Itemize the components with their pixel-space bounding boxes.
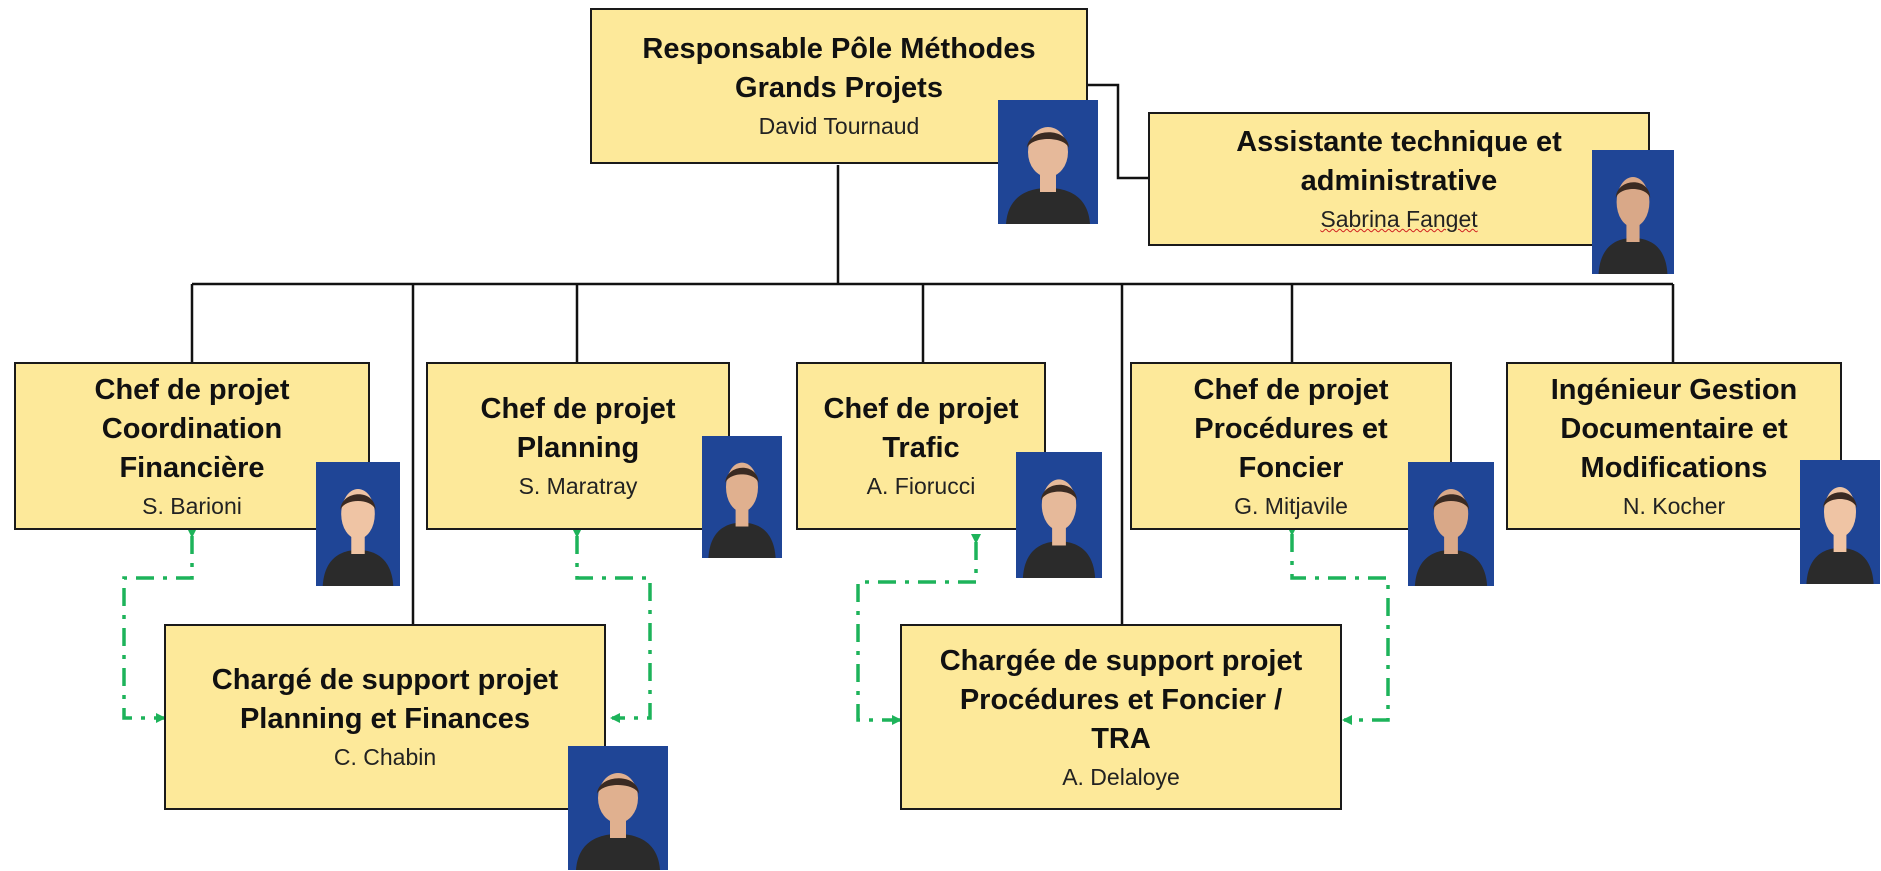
manager-title-line-1: Chef de projet <box>1193 373 1389 406</box>
manager-name: G. Mitjavile <box>1234 492 1348 519</box>
dotted-link-mitjavile-delaloye <box>1287 526 1390 725</box>
barioni-photo <box>316 462 400 586</box>
assistant-title-line-2: administrative <box>1300 165 1498 197</box>
person-silhouette-icon <box>998 100 1098 224</box>
support-title-line-2: Planning et Finances <box>239 703 531 735</box>
manager-box-maratray: Chef de projet Planning S. Maratray <box>426 362 730 530</box>
manager-name: S. Maratray <box>518 473 638 499</box>
person-silhouette-icon <box>702 436 782 558</box>
mitjavile-photo <box>1408 462 1494 586</box>
maratray-photo <box>702 436 782 558</box>
head-title-line-2: Grands Projets <box>735 72 943 104</box>
manager-title-line-2: Documentaire et <box>1560 412 1788 445</box>
chabin-photo <box>568 746 668 870</box>
manager-name: S. Barioni <box>142 492 242 519</box>
assistant-box: Assistante technique et administrative S… <box>1148 112 1650 246</box>
support-title-line-1: Chargé de support projet <box>211 664 559 696</box>
head-box: Responsable Pôle Méthodes Grands Projets… <box>590 8 1088 164</box>
support-box-delaloye: Chargée de support projet Procédures et … <box>900 624 1342 810</box>
head-to-assistant-connector <box>1086 83 1148 180</box>
manager-title-line-1: Chef de projet <box>94 373 290 406</box>
manager-title-line-2: Coordination <box>101 412 283 445</box>
manager-box-fiorucci: Chef de projet Trafic A. Fiorucci <box>796 362 1046 530</box>
head-title-line-1: Responsable Pôle Méthodes <box>642 33 1036 65</box>
person-silhouette-icon <box>1408 462 1494 586</box>
manager-title-line-2: Planning <box>516 432 640 464</box>
support-name: C. Chabin <box>333 744 437 770</box>
person-silhouette-icon <box>568 746 668 870</box>
manager-box-mitjavile: Chef de projet Procédures et Foncier G. … <box>1130 362 1452 530</box>
assistant-name: Sabrina Fanget <box>1320 206 1478 232</box>
dotted-link-maratray-chabin <box>572 528 652 723</box>
manager-name: N. Kocher <box>1622 492 1726 519</box>
manager-title-line-1: Chef de projet <box>480 393 676 425</box>
person-silhouette-icon <box>1800 460 1880 584</box>
head-photo <box>998 100 1098 224</box>
manager-name: A. Fiorucci <box>866 473 976 499</box>
support-title-line-3: TRA <box>1091 722 1151 755</box>
manager-box-barioni: Chef de projet Coordination Financière S… <box>14 362 370 530</box>
manager-title-line-3: Financière <box>119 451 265 484</box>
dotted-link-barioni-chabin <box>122 528 197 723</box>
kocher-photo <box>1800 460 1880 584</box>
manager-title-line-1: Chef de projet <box>823 393 1019 425</box>
support-box-chabin: Chargé de support projet Planning et Fin… <box>164 624 606 810</box>
support-title-line-2: Procédures et Foncier / <box>959 683 1283 716</box>
manager-box-kocher: Ingénieur Gestion Documentaire et Modifi… <box>1506 362 1842 530</box>
head-name: David Tournaud <box>758 113 920 139</box>
assistant-title-line-1: Assistante technique et <box>1236 126 1562 158</box>
support-name: A. Delaloye <box>1062 763 1180 790</box>
fiorucci-photo <box>1016 452 1102 578</box>
person-silhouette-icon <box>1016 452 1102 578</box>
manager-title-line-3: Modifications <box>1580 451 1768 484</box>
person-silhouette-icon <box>1592 150 1674 274</box>
manager-title-line-2: Trafic <box>882 432 960 464</box>
support-title-line-1: Chargée de support projet <box>939 644 1303 677</box>
manager-title-line-2: Procédures et <box>1194 412 1388 445</box>
person-silhouette-icon <box>316 462 400 586</box>
manager-title-line-3: Foncier <box>1238 451 1344 484</box>
manager-title-line-1: Ingénieur Gestion <box>1550 373 1798 406</box>
assistant-photo <box>1592 150 1674 274</box>
dotted-link-fiorucci-delaloye <box>856 534 981 725</box>
